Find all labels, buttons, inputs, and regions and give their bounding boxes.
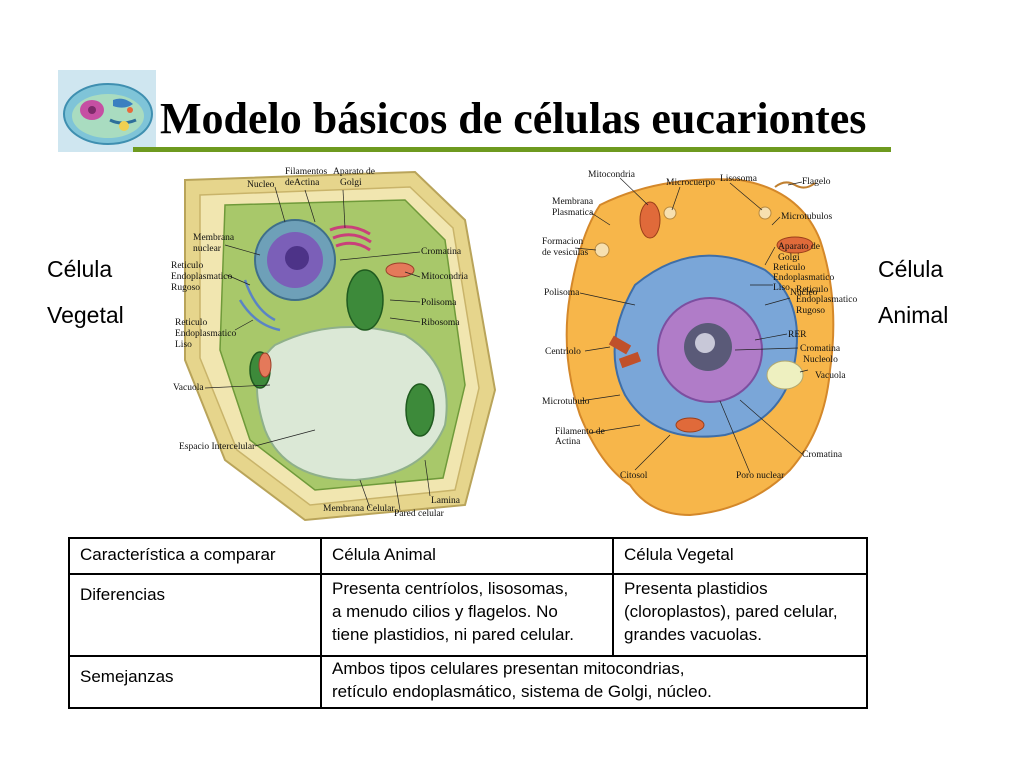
animal-label-cromatina-2: Cromatina xyxy=(802,450,843,460)
animal-label-reticulo-2: Reticulo xyxy=(796,285,829,295)
animal-label-microtubulo: Microtubulo xyxy=(542,397,590,407)
text-line: a menudo cilios y flagelos. No xyxy=(332,602,558,621)
animal-label-vacuola: Vacuola xyxy=(815,371,846,381)
plant-label-pared-celular: Pared celular xyxy=(394,509,444,519)
comparison-table: Característica a comparar Célula Animal … xyxy=(68,537,868,709)
plant-label-cromatina: Cromatina xyxy=(421,247,462,257)
cell-semejanzas: Ambos tipos celulares presentan mitocond… xyxy=(320,655,868,709)
animal-label-aparato-de: Aparato de xyxy=(778,242,820,252)
cell-diferencias-animal: Presenta centríolos, lisosomas, a menudo… xyxy=(320,573,614,657)
text-line: grandes vacuolas. xyxy=(624,625,762,644)
animal-label-nucleolo: Nucleolo xyxy=(803,355,838,365)
animal-cell-diagram: Mitocondria Microcuerpo Lisosoma Flagelo… xyxy=(540,165,860,525)
text-line: Ambos tipos celulares presentan mitocond… xyxy=(332,659,685,678)
animal-label-endoplasmatico-2: Endoplasmatico xyxy=(796,295,858,305)
text-line: Presenta centríolos, lisosomas, xyxy=(332,579,569,598)
plant-cell-illustration xyxy=(184,170,497,522)
animal-label-liso: Liso xyxy=(773,283,790,293)
header-cell: Célula Vegetal xyxy=(612,537,868,575)
plant-label-de-actina: deActina xyxy=(285,178,320,188)
animal-label-microtubulos: Microtubulos xyxy=(781,212,833,222)
cell-logo-image xyxy=(58,70,156,152)
plant-label-membrana-celular: Membrana Celular xyxy=(323,504,395,514)
animal-label-lisosoma: Lisosoma xyxy=(720,174,757,184)
plant-label-vacuola: Vacuola xyxy=(173,383,204,393)
plant-label-nuclear: nuclear xyxy=(193,244,221,254)
animal-label-rugoso: Rugoso xyxy=(796,306,826,316)
cell-diferencias-vegetal: Presenta plastidios (cloroplastos), pare… xyxy=(612,573,868,657)
plant-label-lamina: Lamina xyxy=(431,496,461,506)
animal-label-endoplasmatico-1: Endoplasmatico xyxy=(773,273,835,283)
animal-label-plasmatica: Plasmatica xyxy=(552,208,594,218)
plant-label-reticulo-1: Reticulo xyxy=(171,261,204,271)
animal-label-rer: RER xyxy=(788,330,807,340)
plant-label-espacio-intercelular: Espacio Intercelular xyxy=(179,442,256,452)
animal-label-membrana: Membrana xyxy=(552,197,594,207)
plant-label-rugoso: Rugoso xyxy=(171,283,201,293)
animal-label-microcuerpo: Microcuerpo xyxy=(666,178,716,188)
header-cell: Característica a comparar xyxy=(68,537,322,575)
plant-label-membrana: Membrana xyxy=(193,233,235,243)
animal-label-poro-nuclear: Poro nuclear xyxy=(736,471,785,481)
plant-label-ribosoma: Ribosoma xyxy=(421,318,460,328)
plant-label-filamentos: Filamentos xyxy=(285,167,328,177)
plant-label-aparato-de: Aparato de xyxy=(333,167,375,177)
animal-label-de-vesiculas: de vesiculas xyxy=(542,248,589,258)
row-label-diferencias: Diferencias xyxy=(68,573,322,657)
plant-label-liso: Liso xyxy=(175,340,192,350)
animal-label-flagelo: Flagelo xyxy=(802,177,831,187)
table-header-row: Característica a comparar Célula Animal … xyxy=(68,537,868,575)
animal-label-formacion: Formacion xyxy=(542,237,584,247)
diferencias-label: Diferencias xyxy=(80,585,166,604)
plant-label-nucleo: Nucleo xyxy=(247,180,275,190)
animal-label-mitocondria: Mitocondria xyxy=(588,170,635,180)
plant-label-polisoma: Polisoma xyxy=(421,298,457,308)
plant-cell-diagram: Filamentos deActina Aparato de Golgi Nuc… xyxy=(165,160,505,525)
left-caption: Célula Vegetal xyxy=(47,246,124,338)
text-line: Presenta plastidios xyxy=(624,579,768,598)
semejanzas-label: Semejanzas xyxy=(80,667,174,686)
animal-label-centriolo: Centriolo xyxy=(545,347,581,357)
left-caption-line1: Célula xyxy=(47,256,113,282)
animal-label-cromatina-1: Cromatina xyxy=(800,344,841,354)
right-caption-line1: Célula xyxy=(878,256,944,282)
animal-label-polisoma: Polisoma xyxy=(544,288,580,298)
left-caption-line2: Vegetal xyxy=(47,302,124,328)
plant-label-golgi: Golgi xyxy=(340,178,362,188)
animal-label-golgi: Golgi xyxy=(778,253,800,263)
animal-label-actina: Actina xyxy=(555,437,581,447)
plant-label-mitocondria: Mitocondria xyxy=(421,272,468,282)
plant-label-endoplasmatico-1: Endoplasmatico xyxy=(171,272,233,282)
animal-label-citosol: Citosol xyxy=(620,471,648,481)
animal-cell-illustration xyxy=(565,177,835,517)
row-label-semejanzas: Semejanzas xyxy=(68,655,322,709)
plant-label-reticulo-2: Reticulo xyxy=(175,318,208,328)
title-underline xyxy=(133,147,891,152)
animal-label-filamento-de: Filamento de xyxy=(555,427,605,437)
table-row-semejanzas: Semejanzas Ambos tipos celulares present… xyxy=(68,655,868,709)
text-line: (cloroplastos), pared celular, xyxy=(624,602,838,621)
text-line: tiene plastidios, ni pared celular. xyxy=(332,625,574,644)
animal-label-nucleo: Nucleo xyxy=(790,288,818,298)
text-line: retículo endoplasmático, sistema de Golg… xyxy=(332,682,712,701)
right-caption-line2: Animal xyxy=(878,302,949,328)
table-row-diferencias: Diferencias Presenta centríolos, lisosom… xyxy=(68,573,868,657)
animal-label-reticulo-1: Reticulo xyxy=(773,263,806,273)
header-cell: Célula Animal xyxy=(320,537,614,575)
page-title: Modelo básicos de células eucariontes xyxy=(160,94,867,143)
plant-label-endoplasmatico-2: Endoplasmatico xyxy=(175,329,237,339)
right-caption: Célula Animal xyxy=(878,246,948,338)
